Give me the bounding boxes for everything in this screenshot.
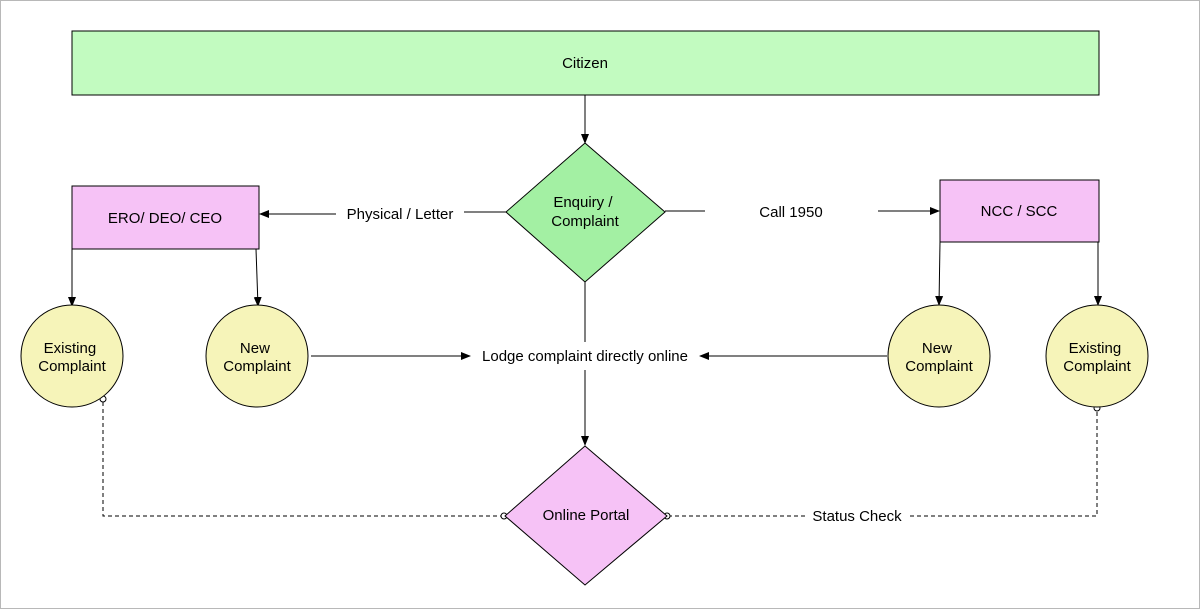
call-1950-label: Call 1950 xyxy=(759,204,822,221)
enquiry-diamond xyxy=(505,142,666,283)
left-new-complaint-circle xyxy=(205,304,309,408)
right-new-complaint-label: New Complaint xyxy=(905,340,973,375)
right-existing-complaint-circle xyxy=(1045,304,1149,408)
left-new-complaint-label: New Complaint xyxy=(223,340,291,375)
lodge-online-label: Lodge complaint directly online xyxy=(482,348,688,365)
status-lines xyxy=(102,402,1098,517)
enquiry-label-line-2: Complaint xyxy=(551,213,619,230)
left-existing-complaint-circle xyxy=(20,304,124,408)
left-existing-line-1: Existing xyxy=(44,340,97,357)
arrow-ncc-to-new xyxy=(935,241,944,306)
left-existing-line-2: Complaint xyxy=(38,358,106,375)
citizen-box xyxy=(71,30,1100,96)
arrow-ero-to-new xyxy=(253,248,262,307)
enquiry-label: Enquiry / Complaint xyxy=(551,194,619,230)
right-existing-complaint-label: Existing Complaint xyxy=(1063,340,1131,375)
right-new-line-2: Complaint xyxy=(905,358,973,375)
right-new-complaint-circle xyxy=(887,304,991,408)
online-portal-diamond xyxy=(504,445,668,586)
dashed-left-existing-to-portal xyxy=(102,402,503,517)
status-check-label: Status Check xyxy=(812,508,902,525)
enquiry-label-line-1: Enquiry / xyxy=(553,194,613,211)
ero-deo-ceo-box xyxy=(71,185,260,250)
ncc-scc-label: NCC / SCC xyxy=(981,203,1058,220)
right-existing-line-1: Existing xyxy=(1069,340,1122,357)
connectors xyxy=(68,95,1102,446)
left-existing-complaint-label: Existing Complaint xyxy=(38,340,106,375)
physical-letter-label: Physical / Letter xyxy=(347,206,454,223)
ncc-scc-box xyxy=(939,179,1100,243)
right-new-line-1: New xyxy=(922,340,952,357)
online-portal-label: Online Portal xyxy=(543,507,630,524)
right-existing-line-2: Complaint xyxy=(1063,358,1131,375)
left-new-line-2: Complaint xyxy=(223,358,291,375)
left-new-line-1: New xyxy=(240,340,270,357)
ero-deo-ceo-label: ERO/ DEO/ CEO xyxy=(108,210,222,227)
citizen-label: Citizen xyxy=(562,55,608,72)
